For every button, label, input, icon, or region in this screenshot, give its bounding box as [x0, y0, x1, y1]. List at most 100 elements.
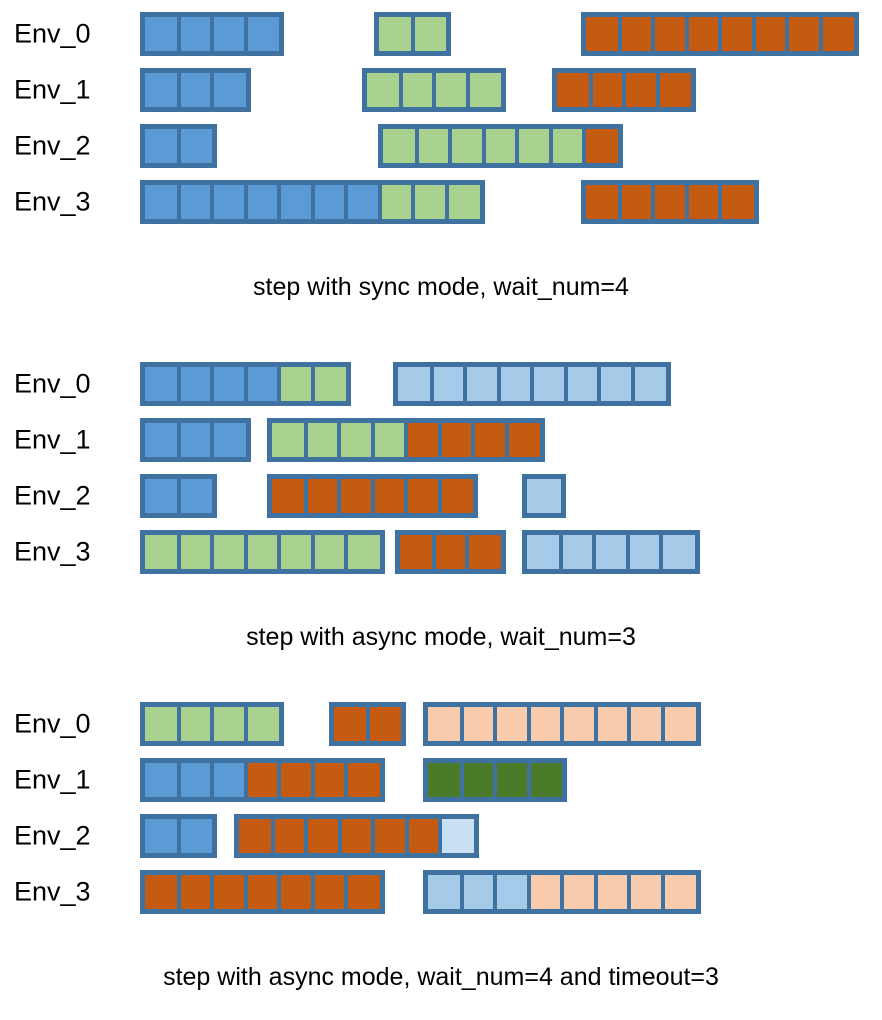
step-cell-peach: [595, 707, 629, 741]
step-cell-orange: [619, 185, 653, 219]
timeline-row: Env_3: [0, 174, 882, 230]
step-block: [140, 870, 385, 914]
env-row-label: Env_1: [14, 424, 91, 455]
step-cell-peach: [662, 875, 696, 909]
step-cell-orange: [245, 763, 279, 797]
step-cell-light-blue: [527, 535, 561, 569]
step-block: [522, 474, 566, 518]
step-cell-green: [312, 535, 346, 569]
step-cell-orange: [657, 73, 691, 107]
step-cell-orange: [305, 479, 339, 513]
step-cell-green: [383, 129, 417, 163]
step-cell-blue: [212, 367, 246, 401]
step-cell-green: [467, 73, 501, 107]
step-cell-orange: [586, 185, 620, 219]
step-cell-green: [245, 535, 279, 569]
step-cell-orange: [279, 763, 313, 797]
step-cell-orange: [339, 819, 373, 853]
step-cell-orange: [334, 707, 368, 741]
step-block: [362, 68, 506, 112]
step-block: [423, 870, 701, 914]
step-cell-light-blue: [465, 367, 499, 401]
panel-caption: step with sync mode, wait_num=4: [253, 273, 629, 301]
step-cell-light-blue: [398, 367, 432, 401]
timeline-track: [0, 356, 882, 412]
step-cell-peach: [595, 875, 629, 909]
timeline-track: [0, 468, 882, 524]
step-cell-orange: [720, 185, 754, 219]
step-cell-green: [434, 73, 468, 107]
step-cell-green: [279, 367, 313, 401]
step-cell-blue: [212, 423, 246, 457]
step-cell-peach: [428, 707, 462, 741]
step-cell-green: [212, 535, 246, 569]
step-cell-light-blue: [527, 479, 561, 513]
step-cell-orange: [346, 763, 380, 797]
step-cell-blue: [178, 479, 212, 513]
step-cell-orange: [473, 423, 507, 457]
step-block: [140, 362, 351, 406]
step-block: [140, 530, 385, 574]
step-cell-blue: [178, 367, 212, 401]
step-cell-green: [413, 185, 447, 219]
step-cell-orange: [178, 875, 212, 909]
step-cell-blue: [178, 819, 212, 853]
timeline-track: [0, 752, 882, 808]
step-cell-blue: [145, 129, 179, 163]
step-cell-light-blue: [661, 535, 695, 569]
timeline-row: Env_2: [0, 468, 882, 524]
step-cell-green: [312, 367, 346, 401]
timeline-track: [0, 174, 882, 230]
step-cell-light-blue: [532, 367, 566, 401]
step-cell-dark-green: [428, 763, 462, 797]
timeline-track: [0, 412, 882, 468]
step-cell-green: [245, 707, 279, 741]
step-block: [140, 702, 284, 746]
env-row-label: Env_3: [14, 186, 91, 217]
step-block: [395, 530, 506, 574]
step-cell-orange: [624, 73, 658, 107]
step-cell-green: [379, 17, 413, 51]
step-cell-blue: [212, 17, 246, 51]
step-cell-orange: [339, 479, 373, 513]
timeline-track: [0, 696, 882, 752]
step-cell-blue: [346, 185, 380, 219]
step-cell-dark-green: [528, 763, 562, 797]
step-cell-green: [550, 129, 584, 163]
step-cell-blue: [145, 423, 179, 457]
step-cell-blue: [178, 185, 212, 219]
step-cell-orange: [312, 875, 346, 909]
step-cell-green: [412, 17, 446, 51]
step-cell-blue: [145, 17, 179, 51]
env-row-label: Env_2: [14, 480, 91, 511]
step-cell-green: [446, 185, 480, 219]
env-row-label: Env_1: [14, 74, 91, 105]
timeline-row: Env_0: [0, 356, 882, 412]
step-cell-very-light-blue: [440, 819, 474, 853]
step-cell-blue: [245, 17, 279, 51]
step-block: [140, 180, 485, 224]
step-cell-light-blue: [594, 535, 628, 569]
timeline-row: Env_2: [0, 808, 882, 864]
step-cell-orange: [272, 819, 306, 853]
step-cell-blue: [145, 819, 179, 853]
env-row-label: Env_0: [14, 708, 91, 739]
step-block: [267, 474, 478, 518]
step-cell-orange: [312, 763, 346, 797]
step-cell-green: [305, 423, 339, 457]
step-cell-orange: [145, 875, 179, 909]
step-cell-green: [517, 129, 551, 163]
step-cell-green: [367, 73, 401, 107]
step-cell-orange: [720, 17, 754, 51]
step-cell-orange: [433, 535, 467, 569]
step-cell-dark-green: [495, 763, 529, 797]
step-cell-orange: [586, 17, 620, 51]
step-cell-light-blue: [431, 367, 465, 401]
timeline-track: [0, 6, 882, 62]
step-cell-orange: [279, 875, 313, 909]
step-cell-green: [416, 129, 450, 163]
timeline-track: [0, 118, 882, 174]
step-cell-dark-green: [461, 763, 495, 797]
step-cell-blue: [245, 185, 279, 219]
